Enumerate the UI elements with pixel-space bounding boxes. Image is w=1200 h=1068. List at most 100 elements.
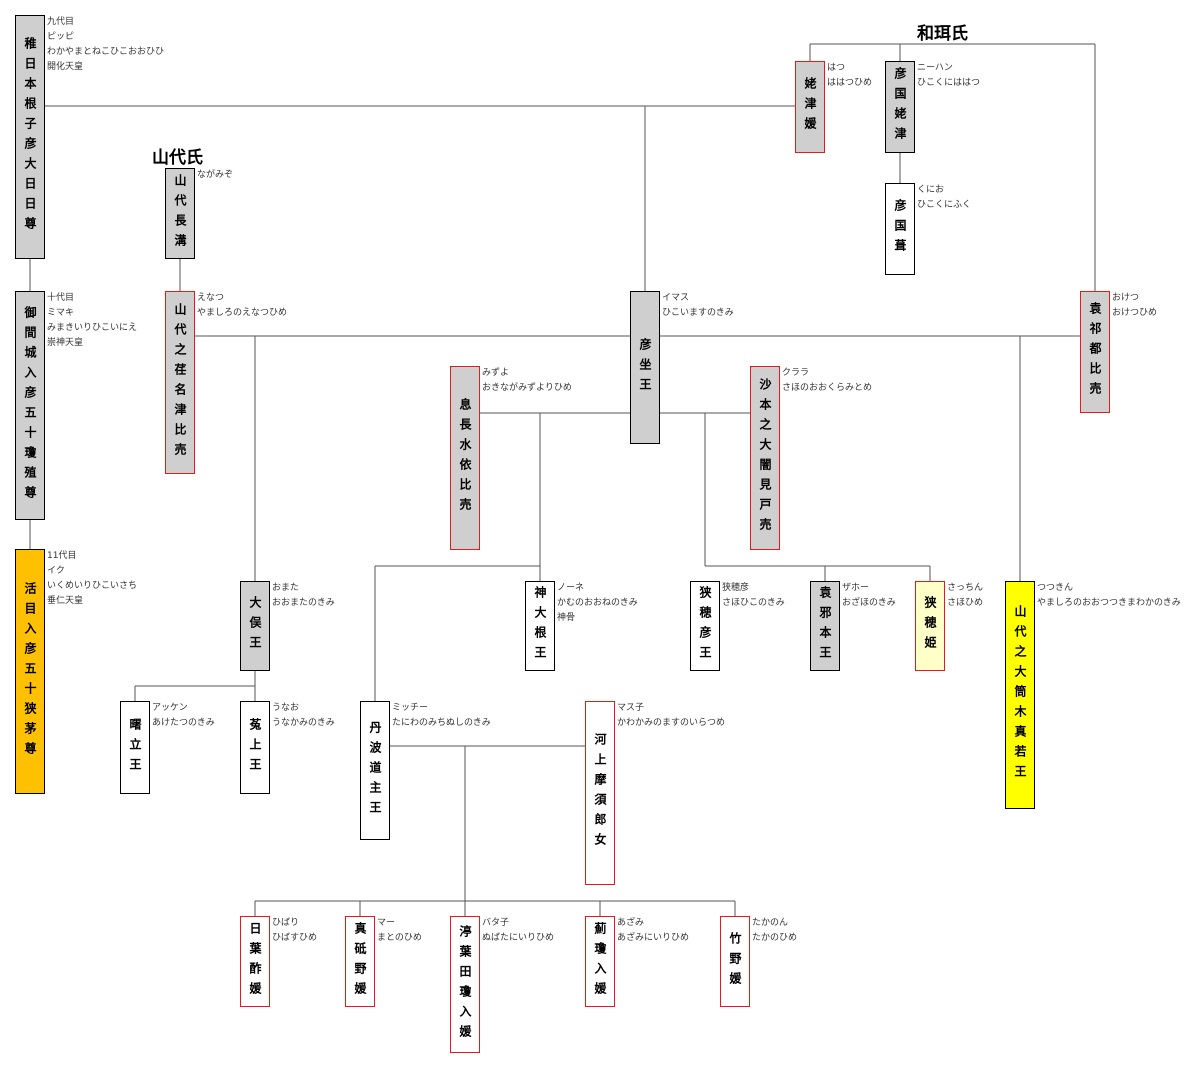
note-line: はつ <box>827 63 846 73</box>
note-line: おおまたのきみ <box>272 598 335 608</box>
person-box-kurami[interactable]: 沙本之大闇見戸売 <box>750 366 780 550</box>
note-line: ミマキ <box>47 308 75 318</box>
person-name: 山代長溝 <box>173 173 187 254</box>
person-box-zaho[interactable]: 袁邪本王 <box>810 581 840 671</box>
note-line: ひこいますのきみ <box>662 308 734 318</box>
person-box-enatsu[interactable]: 山代之荏名津比売 <box>165 291 195 474</box>
note-line: みずよ <box>482 368 510 378</box>
person-name: 河上摩須郎女 <box>593 733 607 853</box>
person-name: 姥津媛 <box>803 77 817 137</box>
note-line: かむのおおねのきみ <box>557 598 638 608</box>
note-line: 垂仁天皇 <box>47 596 84 606</box>
person-notes-aketatsu: アッケン あけたつのきみ <box>152 701 215 731</box>
note-line: ながみぞ <box>197 170 234 180</box>
person-box-sahobiko[interactable]: 狭穂彦王 <box>690 581 720 671</box>
note-line: いくめいりひこいさち <box>47 581 138 591</box>
person-notes-kaika: 九代目 ピッピ わかやまとねこひこおおひひ 開化天皇 <box>47 15 164 75</box>
person-box-kamuoone[interactable]: 神大根王 <box>525 581 555 671</box>
note-line: ニーハン <box>917 63 953 73</box>
note-line: くにお <box>917 185 945 195</box>
note-line: やましろのえなつひめ <box>197 308 288 318</box>
person-box-hikokuni-hahatsu[interactable]: 彦国姥津 <box>885 61 915 153</box>
person-box-nubatani[interactable]: 渟葉田瓊入媛 <box>450 916 480 1053</box>
note-line: うなかみのきみ <box>272 718 335 728</box>
person-notes-kamuoone: ノーネ かむのおおねのきみ 神骨 <box>557 581 638 626</box>
note-line: たかのん <box>752 918 789 928</box>
person-box-michinoushi[interactable]: 丹波道主王 <box>360 701 390 840</box>
person-name: 彦坐王 <box>638 337 652 398</box>
note-line: さほのおおくらみとめ <box>782 383 873 393</box>
person-box-sahobime[interactable]: 狭穂姫 <box>915 581 945 671</box>
note-line: たにわのみちぬしのきみ <box>392 718 491 728</box>
note-line: 十代目 <box>47 293 75 303</box>
person-notes-nubatani: バタ子 ぬばたにいりひめ <box>482 916 554 946</box>
person-notes-unakami: うなお うなかみのきみ <box>272 701 335 731</box>
note-line: さほひめ <box>947 598 984 608</box>
person-name: 稚日本根子彦大日日尊 <box>23 37 37 237</box>
note-line: おざほのきみ <box>842 598 896 608</box>
person-name: 御間城入彦五十瓊殖尊 <box>23 305 37 506</box>
note-line: まとのひめ <box>377 933 422 943</box>
person-box-hahatsu[interactable]: 姥津媛 <box>795 61 825 153</box>
person-box-unakami[interactable]: 菟上王 <box>240 701 270 794</box>
note-line: ザホー <box>842 583 870 593</box>
person-name: 袁祁都比売 <box>1088 302 1102 402</box>
person-name: 活目入彦五十狭茅尊 <box>23 581 37 762</box>
note-line: みまきいりひこいにえ <box>47 323 138 333</box>
clan-label-wani: 和珥氏 <box>917 24 968 44</box>
person-notes-hahatsu: はつ ははつひめ <box>827 61 872 91</box>
clan-label-yamashiro: 山代氏 <box>152 148 203 168</box>
note-line: あざみにいりひめ <box>617 933 690 943</box>
note-line: さっちん <box>947 583 984 593</box>
person-box-matono[interactable]: 真砥野媛 <box>345 916 375 1007</box>
person-notes-sahobiko: 狭穂彦 さほひこのきみ <box>722 581 785 611</box>
person-name: 渟葉田瓊入媛 <box>458 924 472 1045</box>
note-line: アッケン <box>152 703 188 713</box>
note-line: マス子 <box>617 703 645 713</box>
person-notes-okeshi: おけつ おけつひめ <box>1112 291 1157 321</box>
person-box-imasu[interactable]: 彦坐王 <box>630 291 660 444</box>
person-box-mizuyori[interactable]: 息長水依比売 <box>450 366 480 550</box>
note-line: あざみ <box>617 918 645 928</box>
person-name: 山代之大筒木真若王 <box>1013 605 1027 785</box>
person-box-kaika[interactable]: 稚日本根子彦大日日尊 <box>15 15 45 259</box>
person-box-aketatsu[interactable]: 曙立王 <box>120 701 150 794</box>
person-notes-sujin: 十代目 ミマキ みまきいりひこいにえ 崇神天皇 <box>47 291 137 351</box>
person-name: 薊瓊入媛 <box>593 921 607 1002</box>
note-line: ノーネ <box>557 583 585 593</box>
person-notes-omata: おまた おおまたのきみ <box>272 581 335 611</box>
person-notes-azami: あざみ あざみにいりひめ <box>617 916 689 946</box>
person-notes-sahobime: さっちん さほひめ <box>947 581 983 611</box>
person-notes-kurami: クララ さほのおおくらみとめ <box>782 366 872 396</box>
person-box-takano[interactable]: 竹野媛 <box>720 916 750 1007</box>
person-name: 沙本之大闇見戸売 <box>758 378 772 538</box>
person-name: 山代之荏名津比売 <box>173 302 187 463</box>
person-notes-michinoushi: ミッチー たにわのみちぬしのきみ <box>392 701 491 731</box>
person-name: 菟上王 <box>248 717 262 778</box>
person-box-tsutsuki[interactable]: 山代之大筒木真若王 <box>1005 581 1035 809</box>
person-name: 狭穂彦王 <box>698 586 712 666</box>
person-name: 神大根王 <box>533 586 547 666</box>
note-line: イク <box>47 566 65 576</box>
person-box-azami[interactable]: 薊瓊入媛 <box>585 916 615 1007</box>
note-line: さほひこのきみ <box>722 598 785 608</box>
person-notes-tsutsuki: つつきん やましろのおおつつきまわかのきみ <box>1037 581 1181 611</box>
person-box-okeshi[interactable]: 袁祁都比売 <box>1080 291 1110 413</box>
note-line: たかのひめ <box>752 933 798 943</box>
person-box-hikokuni-fuku[interactable]: 彦国葺 <box>885 183 915 275</box>
person-notes-mizuyori: みずよ おきながみずよりひめ <box>482 366 572 396</box>
person-notes-masuno: マス子 かわかみのますのいらつめ <box>617 701 725 731</box>
note-line: かわかみのますのいらつめ <box>617 718 726 728</box>
note-line: えなつ <box>197 293 225 303</box>
note-line: わかやまとねこひこおおひひ <box>47 47 165 57</box>
person-box-suinin[interactable]: 活目入彦五十狭茅尊 <box>15 549 45 794</box>
person-box-sujin[interactable]: 御間城入彦五十瓊殖尊 <box>15 291 45 520</box>
note-line: 開化天皇 <box>47 62 84 72</box>
person-box-nagamizo[interactable]: 山代長溝 <box>165 168 195 259</box>
person-box-omata[interactable]: 大俣王 <box>240 581 270 671</box>
person-box-hibasu[interactable]: 日葉酢媛 <box>240 916 270 1007</box>
note-line: おけつ <box>1112 293 1140 303</box>
note-line: うなお <box>272 703 300 713</box>
person-box-masuno[interactable]: 河上摩須郎女 <box>585 701 615 885</box>
note-line: 九代目 <box>47 17 75 27</box>
